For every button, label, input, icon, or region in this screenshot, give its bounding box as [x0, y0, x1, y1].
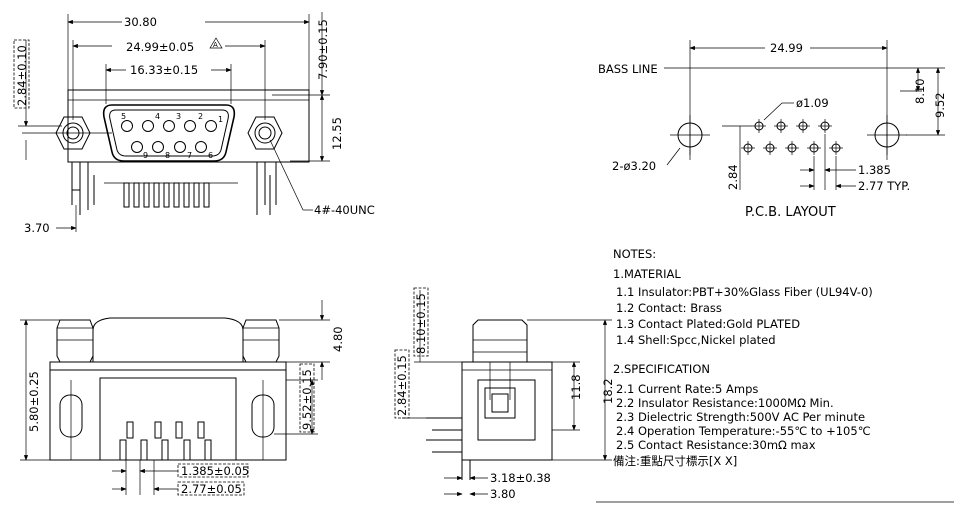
bottom-view: 5.80±0.25 4.80 9.52±0.15 1.385±0.05 2.77…: [20, 300, 345, 496]
front-view: 30.80 24.99±0.05 A 16.33±0.15 7.90±0.15 …: [13, 12, 375, 235]
material-line-4: 1.4 Shell:Spcc,Nickel plated: [616, 333, 776, 347]
pin-label-6: 6: [208, 151, 213, 160]
pcb-layout: BASS LINE 24.99 2-ø3.20: [598, 40, 947, 220]
bottom-dim-right-side: 9.52±0.15: [300, 369, 314, 430]
spec-line-4: 2.4 Operation Temperature:-55℃ to +105℃: [616, 424, 871, 438]
thread-callout: 4#-40UNC: [314, 203, 375, 217]
spec-line-5: 2.5 Contact Resistance:30mΩ max: [616, 438, 816, 452]
dim-top-height: 7.90±0.15: [316, 19, 330, 80]
pin-row-bottom: [131, 141, 207, 153]
pin-label-4: 4: [155, 112, 160, 121]
pcb-dim-right-2: 9.52: [933, 92, 947, 118]
dim-overall-width: 30.80: [124, 15, 157, 29]
bass-line-label: BASS LINE: [598, 62, 658, 76]
pcb-hole-row-bottom: [741, 141, 843, 155]
pin-label-2: 2: [198, 112, 203, 121]
pin-label-1: 1: [218, 115, 223, 124]
bottom-dim-height-total: 5.80±0.25: [27, 371, 41, 432]
side-dim-right-2: 18.2: [601, 378, 615, 404]
dim-left-height: 2.84±0.10: [15, 45, 29, 106]
pin-row-top: [121, 120, 217, 132]
material-line-1: 1.1 Insulator:PBT+30%Glass Fiber (UL94V-…: [616, 285, 873, 299]
pin-label-9: 9: [143, 151, 148, 160]
side-dim-bottom-1: 3.18±0.38: [490, 471, 551, 485]
revision-mark: A: [213, 41, 218, 49]
pcb-dim-row-spacing: 2.84: [726, 164, 740, 190]
front-view-pins: [123, 182, 210, 208]
bottom-view-pins: [119, 421, 212, 461]
dim-flange-holes: 24.99±0.05: [126, 40, 194, 54]
bottom-dim-pitch: 2.77±0.05: [181, 482, 242, 496]
spec-title: 2.SPECIFICATION: [613, 362, 710, 376]
revision-triangle-icon: [209, 37, 223, 49]
notes-heading: NOTES:: [613, 247, 656, 261]
side-dim-top-1: 2.84±0.15: [395, 355, 409, 416]
pcb-dim-right-1: 8.10: [913, 78, 927, 104]
pcb-dim-pitch-half: 1.385: [858, 163, 891, 177]
pin-label-8: 8: [165, 151, 170, 160]
material-line-3: 1.3 Contact Plated:Gold PLATED: [616, 317, 800, 331]
pin-label-7: 7: [187, 151, 192, 160]
side-view: 2.84±0.15 8.10±0.15 11.8 18.2 3.18±0.38 …: [394, 287, 615, 501]
material-title: 1.MATERIAL: [613, 267, 681, 281]
side-dim-right-1: 11.8: [569, 374, 583, 400]
bottom-dim-flange-height: 4.80: [331, 326, 345, 352]
dim-pin-offset: 3.70: [24, 221, 50, 235]
dim-body-height: 12.55: [330, 117, 344, 150]
pcb-dim-pitch: 2.77 TYP.: [858, 179, 910, 193]
pcb-layout-title: P.C.B. LAYOUT: [745, 205, 836, 220]
bottom-dim-pitch-half: 1.385±0.05: [181, 464, 249, 478]
pcb-dim-mount-holes: 2-ø3.20: [612, 159, 656, 173]
left-hex-nut: [22, 116, 112, 150]
pcb-dim-holes-span: 24.99: [770, 41, 803, 55]
spec-line-1: 2.1 Current Rate:5 Amps: [616, 382, 758, 396]
notes-remark: 備注:重點尺寸標示[X X]: [613, 454, 737, 468]
spec-line-2: 2.2 Insulator Resistance:1000MΩ Min.: [616, 396, 834, 410]
spec-line-3: 2.3 Dielectric Strength:500V AC Per minu…: [616, 410, 865, 424]
side-dim-bottom-2: 3.80: [490, 487, 516, 501]
side-dim-top-2: 8.10±0.15: [414, 293, 428, 354]
pin-label-5: 5: [121, 112, 126, 121]
notes-block: NOTES: 1.MATERIAL 1.1 Insulator:PBT+30%G…: [596, 247, 954, 503]
pcb-hole-row-top: [752, 119, 832, 133]
pin-label-3: 3: [176, 112, 181, 121]
dim-shell-width: 16.33±0.15: [130, 63, 198, 77]
material-line-2: 1.2 Contact: Brass: [616, 301, 722, 315]
right-hex-nut: [247, 116, 283, 150]
pcb-dim-hole-diameter: ø1.09: [796, 96, 829, 110]
